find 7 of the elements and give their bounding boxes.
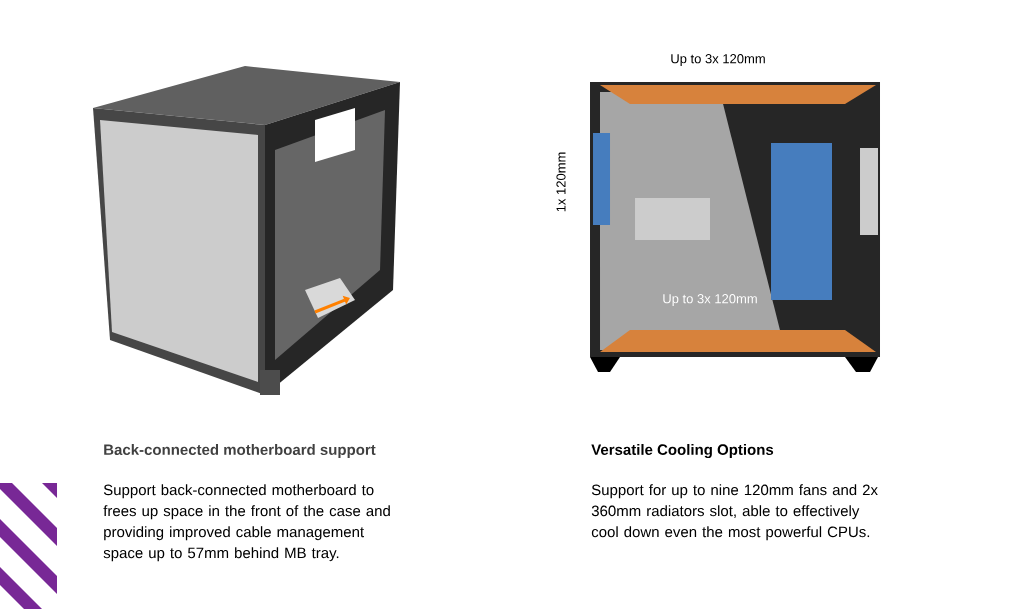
section-heading: Back-connected motherboard support (104, 444, 376, 458)
description-text: Support back-connected motherboard to frees up space in the front of the case and providing improved cable management space up to 57mm behind MB tray. (103, 484, 390, 562)
section-heading: Versatile Cooling Options (591, 443, 774, 458)
dimension-label: Up to 3x 120mm (663, 294, 757, 306)
dimension-label: 1x 120mm (556, 152, 566, 212)
description-text: Support for up to nine 120mm fans and 2x 360mm radiators slot, able to effectively cool down even the most powerful CPUs. (591, 484, 878, 541)
dimension-label: Up to 3x 120mm (671, 54, 765, 66)
